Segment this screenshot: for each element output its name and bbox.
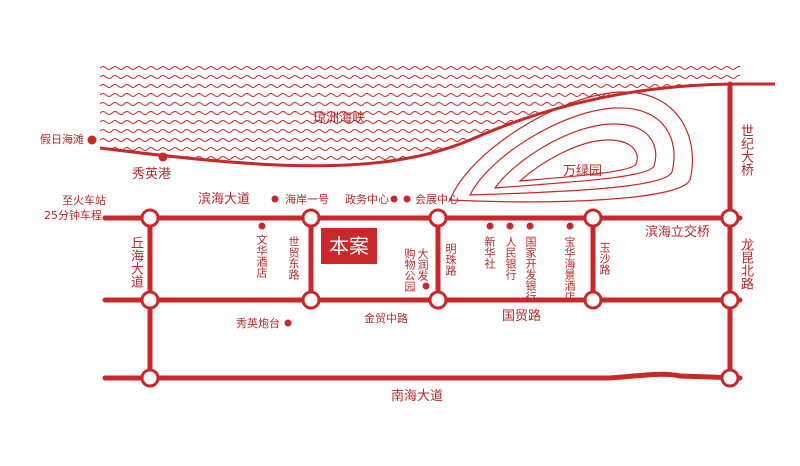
park-label: 万绿园 — [563, 164, 603, 179]
roads — [102, 81, 743, 381]
baohua-hotel-label: 宝华海景酒店 — [563, 236, 576, 302]
xiuying-port-dot — [158, 152, 168, 162]
longkun-north-label: 龙昆北路 — [738, 238, 753, 290]
wave-line — [100, 75, 740, 79]
xinhua-dot — [486, 222, 494, 230]
nanhai-avenue-road — [102, 371, 743, 381]
yusha-road-label: 玉沙路 — [598, 242, 611, 275]
nanhai-avenue-label: 南海大道 — [391, 389, 444, 404]
expo-center-label: 会展中心 — [415, 193, 459, 206]
dev-bank-label: 国家开发银行 — [524, 236, 537, 302]
mingzhu-road-label: 明珠路 — [444, 243, 457, 276]
xiuying-port-label: 秀英港 — [132, 167, 172, 182]
wave-line — [100, 93, 740, 97]
haian-no1-label: 海岸一号 — [285, 193, 329, 206]
peoples-bank-dot — [506, 222, 514, 230]
xiuying-fort-dot — [284, 319, 292, 327]
haian-no1-dot — [271, 195, 279, 203]
gov-center-dot-1 — [390, 195, 398, 203]
gov-center-label: 政务中心 — [345, 193, 389, 206]
dadun-mall-label-b: 购物公园 — [403, 248, 416, 292]
dadun-mall-label-a: 大润发 — [416, 248, 429, 281]
gov-center-dot-2 — [403, 195, 411, 203]
wave-line — [100, 138, 740, 142]
binhai-overpass-label: 滨海立交桥 — [645, 225, 711, 240]
wave-line — [100, 129, 740, 133]
train-station-label-2: 25分钟车程 — [44, 209, 102, 222]
guomao-road-label: 国贸路 — [502, 309, 542, 324]
project-marker: 本案 — [321, 228, 377, 264]
wave-line — [100, 84, 740, 88]
poi-dots — [87, 135, 574, 327]
wave-line — [100, 147, 740, 151]
shimao-east-label: 世贸东路 — [287, 236, 300, 280]
dev-bank-dot — [526, 222, 534, 230]
shiji-bridge-label: 世纪大桥 — [738, 124, 753, 176]
baohua-hotel-dot — [566, 222, 574, 230]
wenhua-hotel-label: 文华酒店 — [255, 234, 268, 278]
holiday-beach-dot — [87, 135, 97, 145]
wave-line — [100, 165, 740, 166]
peoples-bank-label: 人民银行 — [504, 236, 517, 280]
wenhua-hotel-dot — [258, 222, 266, 230]
binhai-avenue-label: 滨海大道 — [198, 192, 251, 207]
intersections — [140, 208, 740, 388]
coastline — [99, 82, 741, 168]
xinhua-label: 新华社 — [483, 236, 496, 269]
park-contours — [449, 91, 694, 203]
strait-label: 琼洲海峡 — [313, 111, 366, 126]
jinmao-middle-label: 金贸中路 — [364, 312, 408, 325]
wave-line — [100, 111, 740, 115]
qiuhai-avenue-label: 丘海大道 — [128, 236, 143, 288]
train-station-label-1: 至火车站 — [62, 194, 106, 207]
holiday-beach-label: 假日海滩 — [40, 133, 84, 146]
wave-line — [100, 102, 740, 106]
dadun-mall-dot — [422, 282, 430, 290]
xiuying-fort-label: 秀英炮台 — [236, 317, 280, 330]
wave-line — [100, 66, 740, 70]
